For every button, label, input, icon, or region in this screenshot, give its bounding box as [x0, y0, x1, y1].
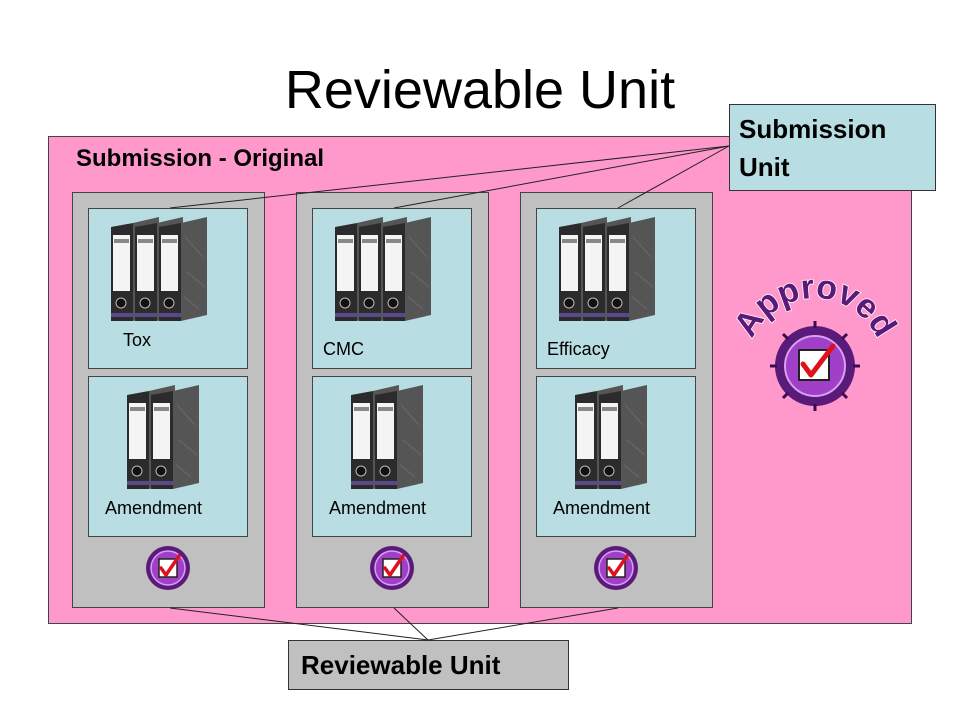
checkbox-approved-icon: [145, 545, 191, 591]
bottom-card-tox: Amendment: [88, 376, 248, 537]
connector-line: [169, 607, 429, 641]
binder-pair-icon: [351, 385, 441, 496]
top-card-efficacy: Efficacy: [536, 208, 696, 369]
bottom-card-cmc: Amendment: [312, 376, 472, 537]
submission-unit-callout: Submission Unit: [729, 104, 936, 191]
top-card-cmc: CMC: [312, 208, 472, 369]
top-card-tox: Tox: [88, 208, 248, 369]
bottom-card-efficacy: Amendment: [536, 376, 696, 537]
connector-line: [169, 145, 730, 209]
checkbox-approved-icon: [369, 545, 415, 591]
binder-stack-icon: [335, 217, 447, 328]
reviewable-unit-callout: Reviewable Unit: [288, 640, 569, 690]
card-label-amendment: Amendment: [329, 498, 427, 518]
connector-line: [427, 607, 619, 641]
binder-stack-icon: [111, 217, 223, 328]
connector-line: [393, 607, 429, 641]
card-label-cmc: CMC: [323, 339, 364, 359]
binder-pair-icon: [127, 385, 217, 496]
card-label-amendment: Amendment: [553, 498, 651, 518]
submission-original-label: Submission - Original: [76, 145, 325, 172]
binder-pair-icon: [575, 385, 665, 496]
card-label-amendment: Amendment: [105, 498, 203, 518]
card-label-efficacy: Efficacy: [547, 339, 610, 359]
connector-line: [393, 145, 730, 209]
slide-title: Reviewable Unit: [284, 60, 676, 120]
checkbox-approved-icon: [593, 545, 639, 591]
binder-stack-icon: [559, 217, 671, 328]
card-label-tox: Tox: [123, 330, 152, 350]
connector-line: [617, 145, 730, 209]
